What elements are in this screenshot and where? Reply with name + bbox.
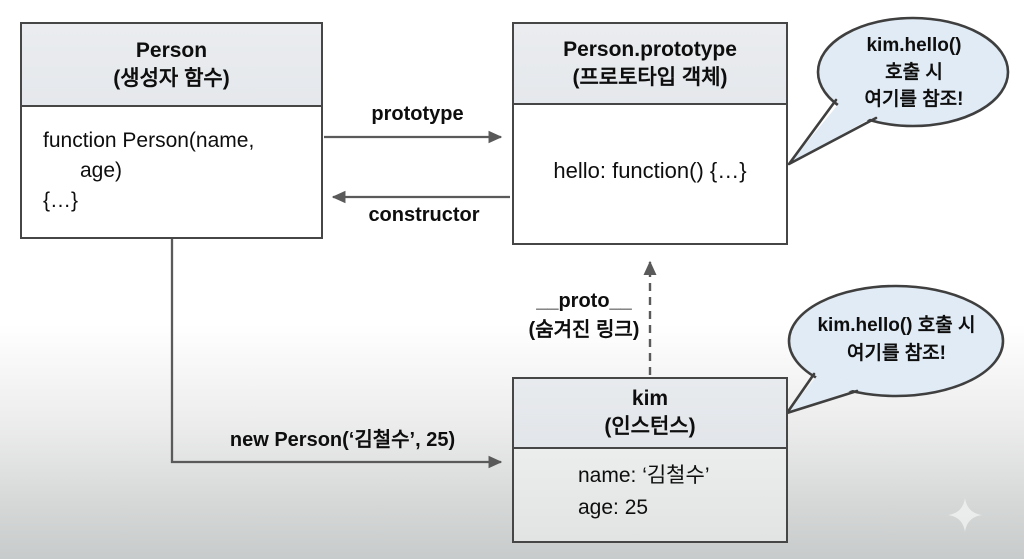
proto-link-label: __proto__ (숨겨진 링크) bbox=[498, 287, 670, 345]
instance-note-line1: kim.hello() 호출 시 bbox=[817, 315, 976, 336]
proto-link-label-line1: __proto__ bbox=[536, 290, 632, 312]
sparkle-icon bbox=[948, 498, 982, 532]
proto-link-label-line2: (숨겨진 링크) bbox=[528, 319, 640, 341]
instance-note-line2: 여기를 참조! bbox=[846, 343, 946, 364]
person-code-line: {…} bbox=[43, 189, 79, 212]
prototype-box-title: Person.prototype bbox=[563, 37, 737, 61]
speech-bubble-prototype bbox=[787, 16, 1010, 166]
person-box-header: Person (생성자 함수) bbox=[22, 24, 321, 107]
prototype-note-line1: kim.hello() bbox=[866, 35, 962, 56]
new-instance-arrow bbox=[170, 239, 503, 469]
prototype-note-line2: 호출 시 bbox=[885, 62, 943, 83]
speech-bubble-instance bbox=[785, 284, 1005, 415]
kim-property-age: age: 25 bbox=[578, 496, 649, 519]
prototype-box: Person.prototype (프로토타입 객체) hello: funct… bbox=[512, 22, 788, 245]
kim-property-name: name: ‘김철수’ bbox=[578, 464, 710, 487]
person-box-body: function Person(name, age) {…} bbox=[22, 107, 321, 237]
person-box-subtitle: (생성자 함수) bbox=[113, 66, 230, 90]
kim-box: kim (인스턴스) name: ‘김철수’ age: 25 bbox=[512, 377, 788, 543]
instance-note-text: kim.hello() 호출 시 여기를 참조! bbox=[793, 312, 1000, 368]
new-instance-arrow-label: new Person(‘김철수’, 25) bbox=[229, 429, 456, 451]
constructor-arrow-label: constructor bbox=[368, 204, 480, 226]
prototype-note-text: kim.hello() 호출 시 여기를 참조! bbox=[823, 32, 1005, 113]
prototype-box-header: Person.prototype (프로토타입 객체) bbox=[514, 24, 786, 105]
kim-box-header: kim (인스턴스) bbox=[514, 379, 786, 449]
kim-box-body: name: ‘김철수’ age: 25 bbox=[514, 449, 786, 541]
person-code-line: function Person(name, bbox=[43, 129, 255, 152]
prototype-arrow-label: prototype bbox=[371, 103, 464, 125]
person-box: Person (생성자 함수) function Person(name, ag… bbox=[20, 22, 323, 239]
person-box-title: Person bbox=[135, 38, 208, 62]
kim-box-subtitle: (인스턴스) bbox=[604, 415, 696, 438]
person-code-line: age) bbox=[80, 159, 123, 182]
prototype-box-subtitle: (프로토타입 객체) bbox=[572, 65, 728, 89]
prototype-box-body: hello: function() {…} bbox=[553, 158, 747, 183]
prototype-note-line3: 여기를 참조! bbox=[864, 89, 964, 110]
kim-box-title: kim bbox=[631, 387, 669, 410]
